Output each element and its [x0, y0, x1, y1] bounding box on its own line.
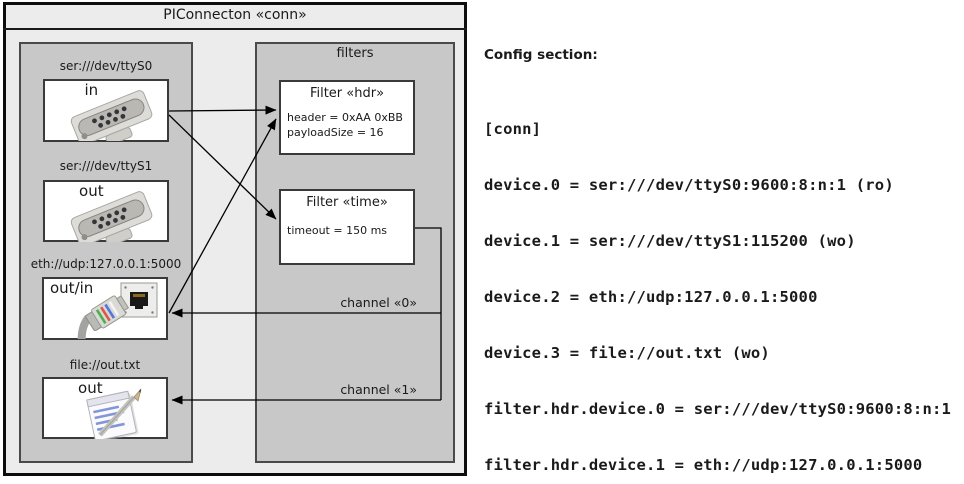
ethernet-jack-icon [120, 282, 158, 318]
device-box-ttys0: in [43, 79, 169, 142]
device-label-eth: eth://udp:127.0.0.1:5000 [30, 257, 182, 271]
file-note-icon [86, 388, 142, 439]
filter-hdr-box: Filter «hdr» header = 0xAA 0xBB payloadS… [279, 80, 415, 155]
filters-panel-title: filters [336, 46, 374, 61]
config-section: Config section: [conn] device.0 = ser://… [484, 8, 961, 484]
config-heading: Config section: [484, 47, 598, 63]
filter-time-box: Filter «time» timeout = 150 ms [279, 189, 415, 265]
device-box-ttys1: out [43, 180, 169, 242]
config-line: device.1 = ser:///dev/ttyS1:115200 (wo) [484, 232, 856, 250]
device-direction-label: out/in [50, 279, 94, 297]
filter-hdr-param-header: header = 0xAA 0xBB [287, 111, 403, 124]
config-line: device.3 = file://out.txt (wo) [484, 344, 770, 362]
filter-hdr-param-payloadsize: payloadSize = 16 [287, 126, 384, 139]
filter-time-title: Filter «time» [306, 195, 388, 210]
config-line: filter.hdr.device.0 = ser:///dev/ttyS0:9… [484, 400, 952, 418]
device-direction-label: out [79, 182, 104, 200]
device-direction-label: in [84, 81, 99, 99]
diagram-title: PIConnecton «conn» [3, 2, 467, 30]
serial-connector-icon [70, 191, 153, 242]
config-line: [conn] [484, 120, 542, 138]
channel-0-label: channel «0» [340, 295, 417, 310]
serial-connector-icon [70, 90, 153, 141]
device-box-eth: out/in [42, 277, 168, 340]
device-label-file: file://out.txt [69, 358, 141, 372]
device-label-ttys1: ser:///dev/ttyS1 [59, 159, 153, 173]
device-box-file: out [42, 377, 168, 439]
device-label-ttys0: ser:///dev/ttyS0 [59, 59, 153, 73]
ethernet-plug-cable-icon [77, 295, 130, 339]
filter-hdr-title: Filter «hdr» [309, 86, 385, 101]
filter-time-param-timeout: timeout = 150 ms [287, 224, 388, 237]
config-line: filter.hdr.device.1 = eth://udp:127.0.0.… [484, 456, 923, 474]
config-line: device.2 = eth://udp:127.0.0.1:5000 [484, 288, 818, 306]
channel-1-label: channel «1» [340, 382, 417, 397]
config-line: device.0 = ser:///dev/ttyS0:9600:8:n:1 (… [484, 176, 894, 194]
device-direction-label: out [78, 379, 103, 397]
